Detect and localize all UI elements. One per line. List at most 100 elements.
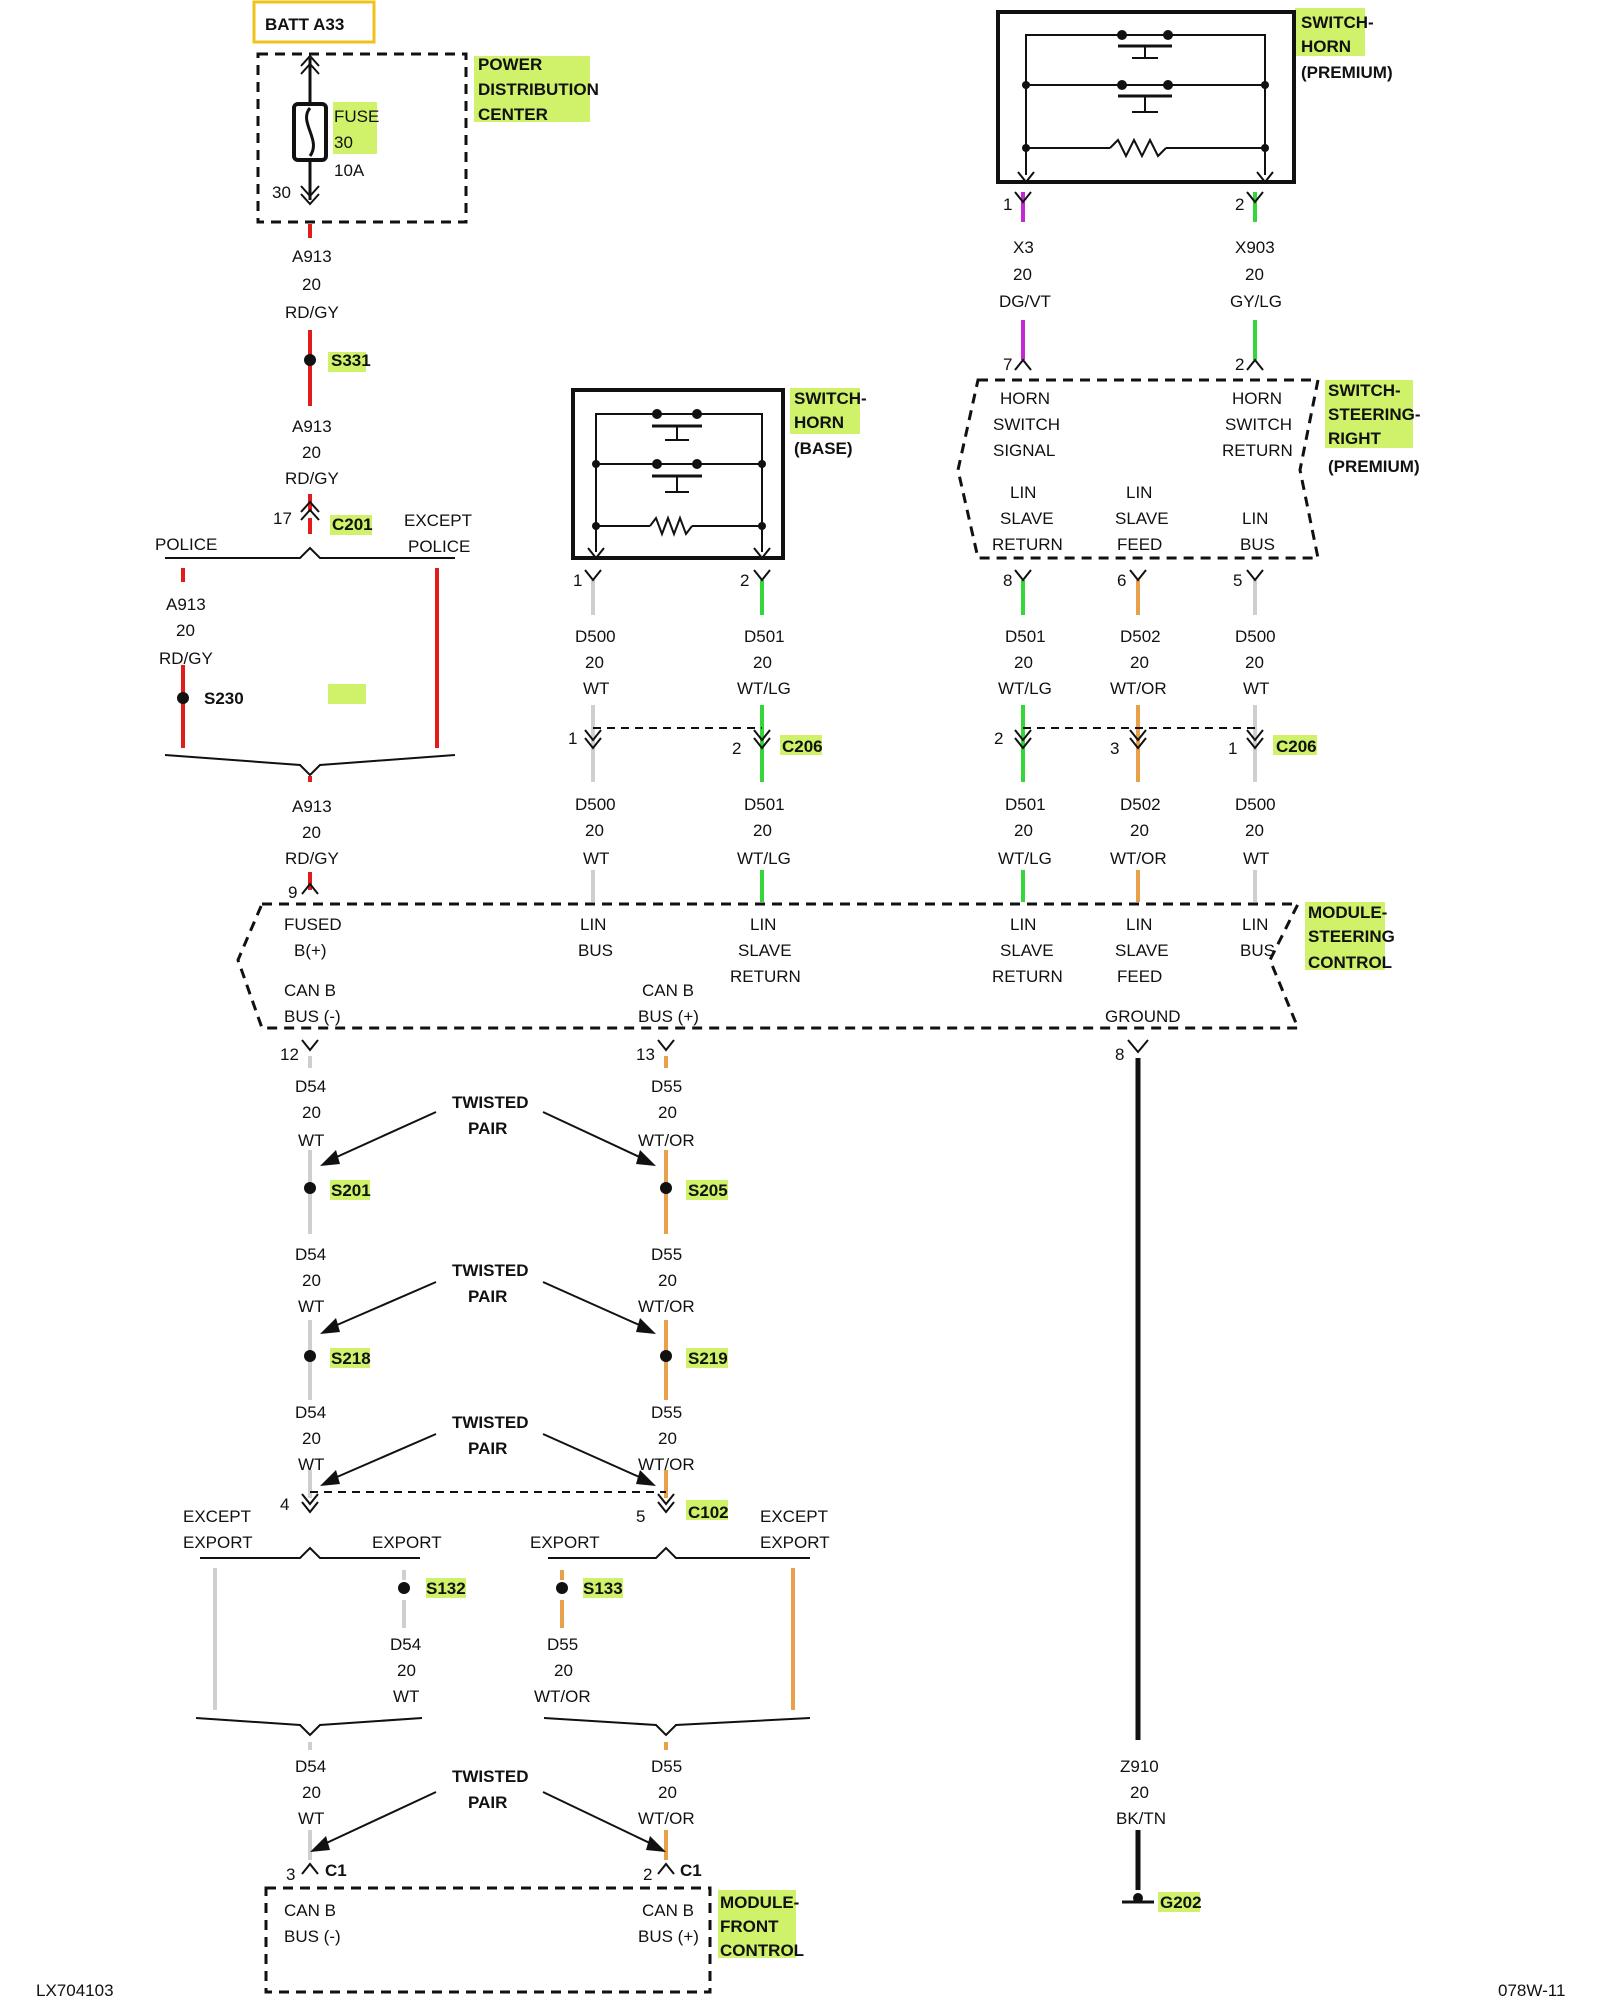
svg-text:WT/LG: WT/LG bbox=[998, 679, 1052, 698]
can-bus-segment-2: D54 20 WT D55 20 WT/OR TWISTED PAIR S218… bbox=[295, 1245, 728, 1368]
export-options: EXCEPT EXPORT EXPORT EXPORT EXCEPT EXPOR… bbox=[183, 1507, 830, 1737]
svg-text:D501: D501 bbox=[744, 627, 785, 646]
svg-text:1: 1 bbox=[573, 571, 582, 590]
svg-text:BUS (-): BUS (-) bbox=[284, 1927, 341, 1946]
svg-text:5: 5 bbox=[636, 1507, 645, 1526]
fuse-rating: 10A bbox=[334, 161, 365, 180]
svg-text:S201: S201 bbox=[331, 1181, 371, 1200]
svg-text:SLAVE: SLAVE bbox=[1000, 509, 1054, 528]
svg-text:LIN: LIN bbox=[1010, 915, 1036, 934]
svg-text:CONTROL: CONTROL bbox=[720, 1941, 804, 1960]
svg-text:WT/LG: WT/LG bbox=[998, 849, 1052, 868]
svg-text:RETURN: RETURN bbox=[992, 535, 1063, 554]
svg-text:D500: D500 bbox=[575, 627, 616, 646]
svg-text:6: 6 bbox=[1117, 571, 1126, 590]
svg-text:20: 20 bbox=[1130, 821, 1149, 840]
fuse-pin: 30 bbox=[272, 183, 291, 202]
svg-text:WT/OR: WT/OR bbox=[638, 1131, 695, 1150]
svg-text:S132: S132 bbox=[426, 1579, 466, 1598]
svg-text:FRONT: FRONT bbox=[720, 1917, 779, 1936]
svg-text:RIGHT: RIGHT bbox=[1328, 429, 1382, 448]
label-highlights bbox=[328, 8, 1413, 1958]
svg-text:4: 4 bbox=[280, 1495, 289, 1514]
svg-text:20: 20 bbox=[1245, 821, 1264, 840]
svg-text:20: 20 bbox=[1245, 653, 1264, 672]
svg-text:3: 3 bbox=[286, 1865, 295, 1884]
svg-text:EXCEPT: EXCEPT bbox=[183, 1507, 251, 1526]
svg-text:20: 20 bbox=[302, 1783, 321, 1802]
svg-text:D55: D55 bbox=[651, 1245, 682, 1264]
svg-text:WT/LG: WT/LG bbox=[737, 679, 791, 698]
svg-text:WT: WT bbox=[583, 679, 609, 698]
svg-text:HORN: HORN bbox=[1000, 389, 1050, 408]
svg-text:WT/OR: WT/OR bbox=[638, 1455, 695, 1474]
svg-text:D54: D54 bbox=[295, 1077, 326, 1096]
svg-text:D500: D500 bbox=[1235, 627, 1276, 646]
svg-text:STEERING: STEERING bbox=[1308, 927, 1395, 946]
svg-text:SIGNAL: SIGNAL bbox=[993, 441, 1055, 460]
svg-text:A913: A913 bbox=[166, 595, 206, 614]
svg-text:RETURN: RETURN bbox=[730, 967, 801, 986]
svg-text:CAN B: CAN B bbox=[284, 981, 336, 1000]
module-steering-control: FUSED B(+) LIN BUS LIN SLAVE RETURN LIN … bbox=[236, 902, 1395, 1064]
svg-text:HORN: HORN bbox=[794, 413, 844, 432]
can-bus-segment-4: D54 20 WT D55 20 WT/OR TWISTED PAIR 3 2 … bbox=[286, 1757, 702, 1884]
svg-text:5: 5 bbox=[1233, 571, 1242, 590]
svg-text:1: 1 bbox=[568, 729, 577, 748]
svg-text:D500: D500 bbox=[1235, 795, 1276, 814]
svg-text:D501: D501 bbox=[744, 795, 785, 814]
svg-text:20: 20 bbox=[1130, 653, 1149, 672]
svg-text:S219: S219 bbox=[688, 1349, 728, 1368]
svg-text:WT/OR: WT/OR bbox=[1110, 679, 1167, 698]
svg-text:CAN B: CAN B bbox=[642, 1901, 694, 1920]
svg-text:EXPORT: EXPORT bbox=[760, 1533, 830, 1552]
svg-text:12: 12 bbox=[280, 1045, 299, 1064]
svg-text:SLAVE: SLAVE bbox=[1115, 509, 1169, 528]
drawing-id: LX704103 bbox=[36, 1981, 114, 2000]
svg-text:RD/GY: RD/GY bbox=[285, 469, 339, 488]
steering-switch-right: HORN SWITCH SIGNAL HORN SWITCH RETURN LI… bbox=[956, 378, 1421, 590]
svg-text:EXPORT: EXPORT bbox=[530, 1533, 600, 1552]
svg-text:D54: D54 bbox=[295, 1757, 326, 1776]
svg-text:PAIR: PAIR bbox=[468, 1119, 507, 1138]
svg-text:3: 3 bbox=[1110, 739, 1119, 758]
svg-text:2: 2 bbox=[1235, 355, 1244, 374]
svg-text:BUS (-): BUS (-) bbox=[284, 1007, 341, 1026]
svg-text:SWITCH: SWITCH bbox=[993, 415, 1060, 434]
svg-text:TWISTED: TWISTED bbox=[452, 1767, 529, 1786]
svg-text:D501: D501 bbox=[1005, 795, 1046, 814]
svg-text:WT: WT bbox=[298, 1455, 324, 1474]
svg-text:D500: D500 bbox=[575, 795, 616, 814]
svg-text:D54: D54 bbox=[295, 1403, 326, 1422]
svg-text:8: 8 bbox=[1003, 571, 1012, 590]
svg-text:(PREMIUM): (PREMIUM) bbox=[1301, 63, 1393, 82]
svg-text:CAN B: CAN B bbox=[284, 1901, 336, 1920]
svg-text:Z910: Z910 bbox=[1120, 1757, 1159, 1776]
svg-text:X903: X903 bbox=[1235, 238, 1275, 257]
svg-text:BUS: BUS bbox=[1240, 941, 1275, 960]
svg-text:SWITCH-: SWITCH- bbox=[794, 389, 867, 408]
svg-text:BUS: BUS bbox=[1240, 535, 1275, 554]
module-front-control: CAN B BUS (-) CAN B BUS (+) MODULE- FRON… bbox=[264, 1886, 804, 1994]
svg-text:SWITCH: SWITCH bbox=[1225, 415, 1292, 434]
connector-c1-minus: C1 bbox=[325, 1861, 347, 1880]
svg-text:20: 20 bbox=[302, 443, 321, 462]
svg-text:RD/GY: RD/GY bbox=[285, 303, 339, 322]
svg-text:SLAVE: SLAVE bbox=[1000, 941, 1054, 960]
svg-text:WT/OR: WT/OR bbox=[638, 1809, 695, 1828]
svg-text:20: 20 bbox=[585, 653, 604, 672]
svg-text:7: 7 bbox=[1003, 355, 1012, 374]
svg-text:20: 20 bbox=[1130, 1783, 1149, 1802]
svg-text:D502: D502 bbox=[1120, 627, 1161, 646]
svg-text:TWISTED: TWISTED bbox=[452, 1261, 529, 1280]
svg-text:WT: WT bbox=[298, 1809, 324, 1828]
can-bus-segment-3: D54 20 WT D55 20 WT/OR TWISTED PAIR 4 5 … bbox=[280, 1403, 729, 1526]
svg-text:TWISTED: TWISTED bbox=[452, 1413, 529, 1432]
svg-text:D54: D54 bbox=[295, 1245, 326, 1264]
svg-text:WT/OR: WT/OR bbox=[534, 1687, 591, 1706]
svg-text:EXPORT: EXPORT bbox=[183, 1533, 253, 1552]
splice-s230: S230 bbox=[204, 689, 244, 708]
svg-text:BK/TN: BK/TN bbox=[1116, 1809, 1166, 1828]
page-code: 078W-11 bbox=[1498, 1981, 1565, 2000]
